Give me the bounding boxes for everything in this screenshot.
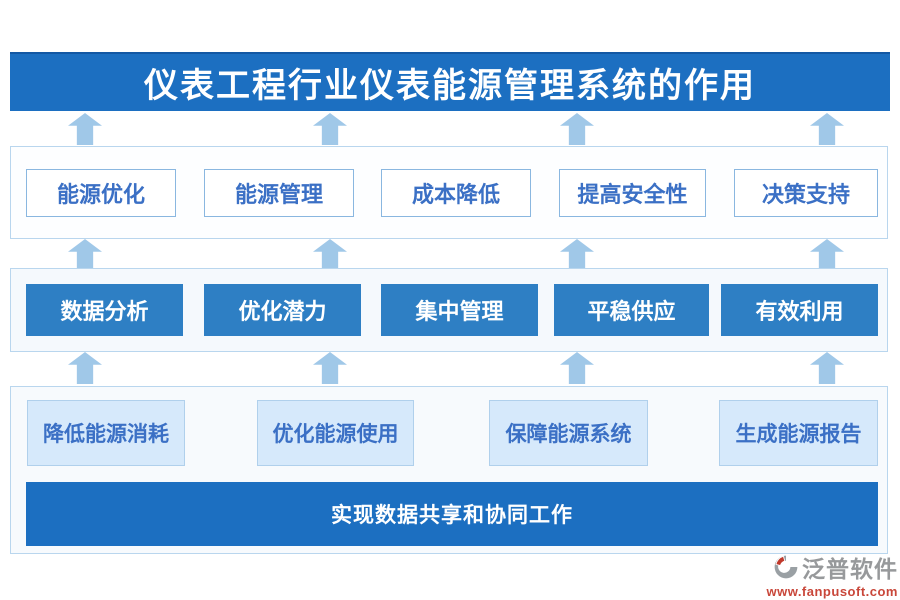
up-arrow-icon (313, 352, 347, 384)
benefits-row-container: 能源优化 能源管理 成本降低 提高安全性 决策支持 (10, 146, 888, 239)
up-arrow-icon (560, 239, 594, 271)
up-arrow-icon (810, 113, 844, 145)
function-box-1: 数据分析 (26, 284, 183, 336)
shared-data-footer-bar: 实现数据共享和协同工作 (26, 482, 878, 546)
functions-row-container: 数据分析 优化潜力 集中管理 平稳供应 有效利用 (10, 268, 888, 352)
up-arrow-icon (313, 239, 347, 271)
benefit-box-1: 能源优化 (26, 169, 176, 217)
function-box-2: 优化潜力 (204, 284, 361, 336)
up-arrow-icon (313, 113, 347, 145)
benefit-box-4: 提高安全性 (559, 169, 706, 217)
outcome-box-1: 降低能源消耗 (27, 400, 185, 466)
up-arrow-icon (560, 352, 594, 384)
up-arrow-icon (810, 239, 844, 271)
outcome-box-2: 优化能源使用 (257, 400, 414, 466)
brand-name: 泛普软件 (802, 556, 898, 582)
brand-watermark: 泛普软件 www.fanpusoft.com (760, 550, 898, 599)
fanpu-logo-icon (772, 553, 800, 581)
function-box-4: 平稳供应 (554, 284, 709, 336)
function-box-5: 有效利用 (721, 284, 878, 336)
benefit-box-3: 成本降低 (381, 169, 531, 217)
up-arrow-icon (68, 239, 102, 271)
benefit-box-2: 能源管理 (204, 169, 354, 217)
up-arrow-icon (68, 113, 102, 145)
up-arrow-icon (560, 113, 594, 145)
up-arrow-icon (810, 352, 844, 384)
diagram-title: 仪表工程行业仪表能源管理系统的作用 (10, 52, 890, 111)
function-box-3: 集中管理 (381, 284, 538, 336)
outcomes-row-container: 降低能源消耗 优化能源使用 保障能源系统 生成能源报告 实现数据共享和协同工作 (10, 386, 888, 554)
outcome-box-3: 保障能源系统 (489, 400, 648, 466)
up-arrow-icon (68, 352, 102, 384)
brand-website: www.fanpusoft.com (766, 584, 898, 599)
outcome-box-4: 生成能源报告 (719, 400, 878, 466)
benefit-box-5: 决策支持 (734, 169, 878, 217)
